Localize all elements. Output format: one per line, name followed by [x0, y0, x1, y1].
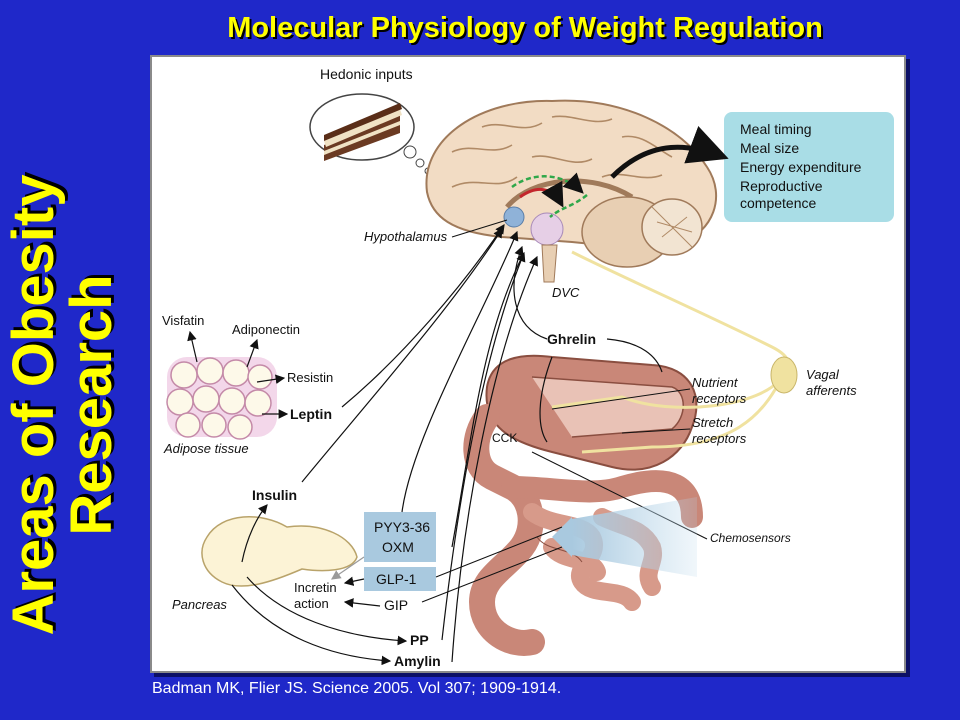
glp1-box [364, 567, 436, 591]
outcome-competence: competence [740, 195, 816, 211]
cake-icon [309, 93, 432, 175]
incretin-action-line2: action [294, 596, 329, 611]
incretin-action-line1: Incretin [294, 580, 337, 595]
brain-to-outcomes-arrow [610, 125, 729, 179]
outcomes-box [724, 112, 894, 222]
oxm-label: OXM [382, 539, 414, 555]
cck-label: CCK [492, 431, 517, 445]
pp-label: PP [410, 632, 429, 648]
outcome-reproductive: Reproductive [740, 178, 823, 194]
resistin-label: Resistin [287, 370, 333, 385]
nutrient-receptors-line2: receptors [692, 391, 747, 406]
slide-title: Molecular Physiology of Weight Regulatio… [227, 12, 823, 44]
weight-regulation-diagram: Hedonic inputs Hypothalamus DVC [162, 66, 894, 669]
side-title: Areas of Obesity Research [1, 125, 155, 685]
visfatin-label: Visfatin [162, 313, 204, 328]
diagram-figure: Hedonic inputs Hypothalamus DVC [150, 55, 906, 673]
brain-illustration [425, 99, 717, 283]
outcome-meal-timing: Meal timing [740, 121, 812, 137]
vagal-afferents-line2: afferents [806, 383, 857, 398]
stretch-receptors-line2: receptors [692, 431, 747, 446]
vagal-afferents-line1: Vagal [806, 367, 840, 382]
glp1-label: GLP-1 [376, 571, 417, 587]
pancreas-label: Pancreas [172, 597, 227, 612]
hedonic-inputs-label: Hedonic inputs [320, 66, 413, 82]
gut-illustration [463, 354, 703, 656]
citation: Badman MK, Flier JS. Science 2005. Vol 3… [152, 680, 562, 697]
amylin-label: Amylin [394, 653, 441, 669]
nutrient-receptors-line1: Nutrient [692, 375, 739, 390]
dvc-label: DVC [552, 285, 580, 300]
vagal-ganglion [770, 356, 798, 394]
pyy-label: PYY3-36 [374, 519, 430, 535]
stretch-receptors-line1: Stretch [692, 415, 733, 430]
outcome-meal-size: Meal size [740, 140, 799, 156]
side-title-line1: Areas of Obesity [1, 174, 66, 636]
chemosensors-label: Chemosensors [710, 531, 791, 545]
insulin-label: Insulin [252, 487, 297, 503]
pancreas-illustration [201, 516, 358, 587]
leptin-label: Leptin [290, 406, 332, 422]
gip-label: GIP [384, 597, 408, 613]
ghrelin-label: Ghrelin [547, 331, 596, 347]
adiponectin-label: Adiponectin [232, 322, 300, 337]
gut-hormone-arrow [572, 497, 697, 577]
outcome-energy-expenditure: Energy expenditure [740, 159, 862, 175]
adipose-tissue-label: Adipose tissue [163, 441, 249, 456]
side-title-line2: Research [59, 274, 124, 536]
pyy-oxm-box [364, 512, 436, 562]
hypothalamus-label: Hypothalamus [364, 229, 448, 244]
adipose-tissue-illustration [166, 357, 277, 440]
